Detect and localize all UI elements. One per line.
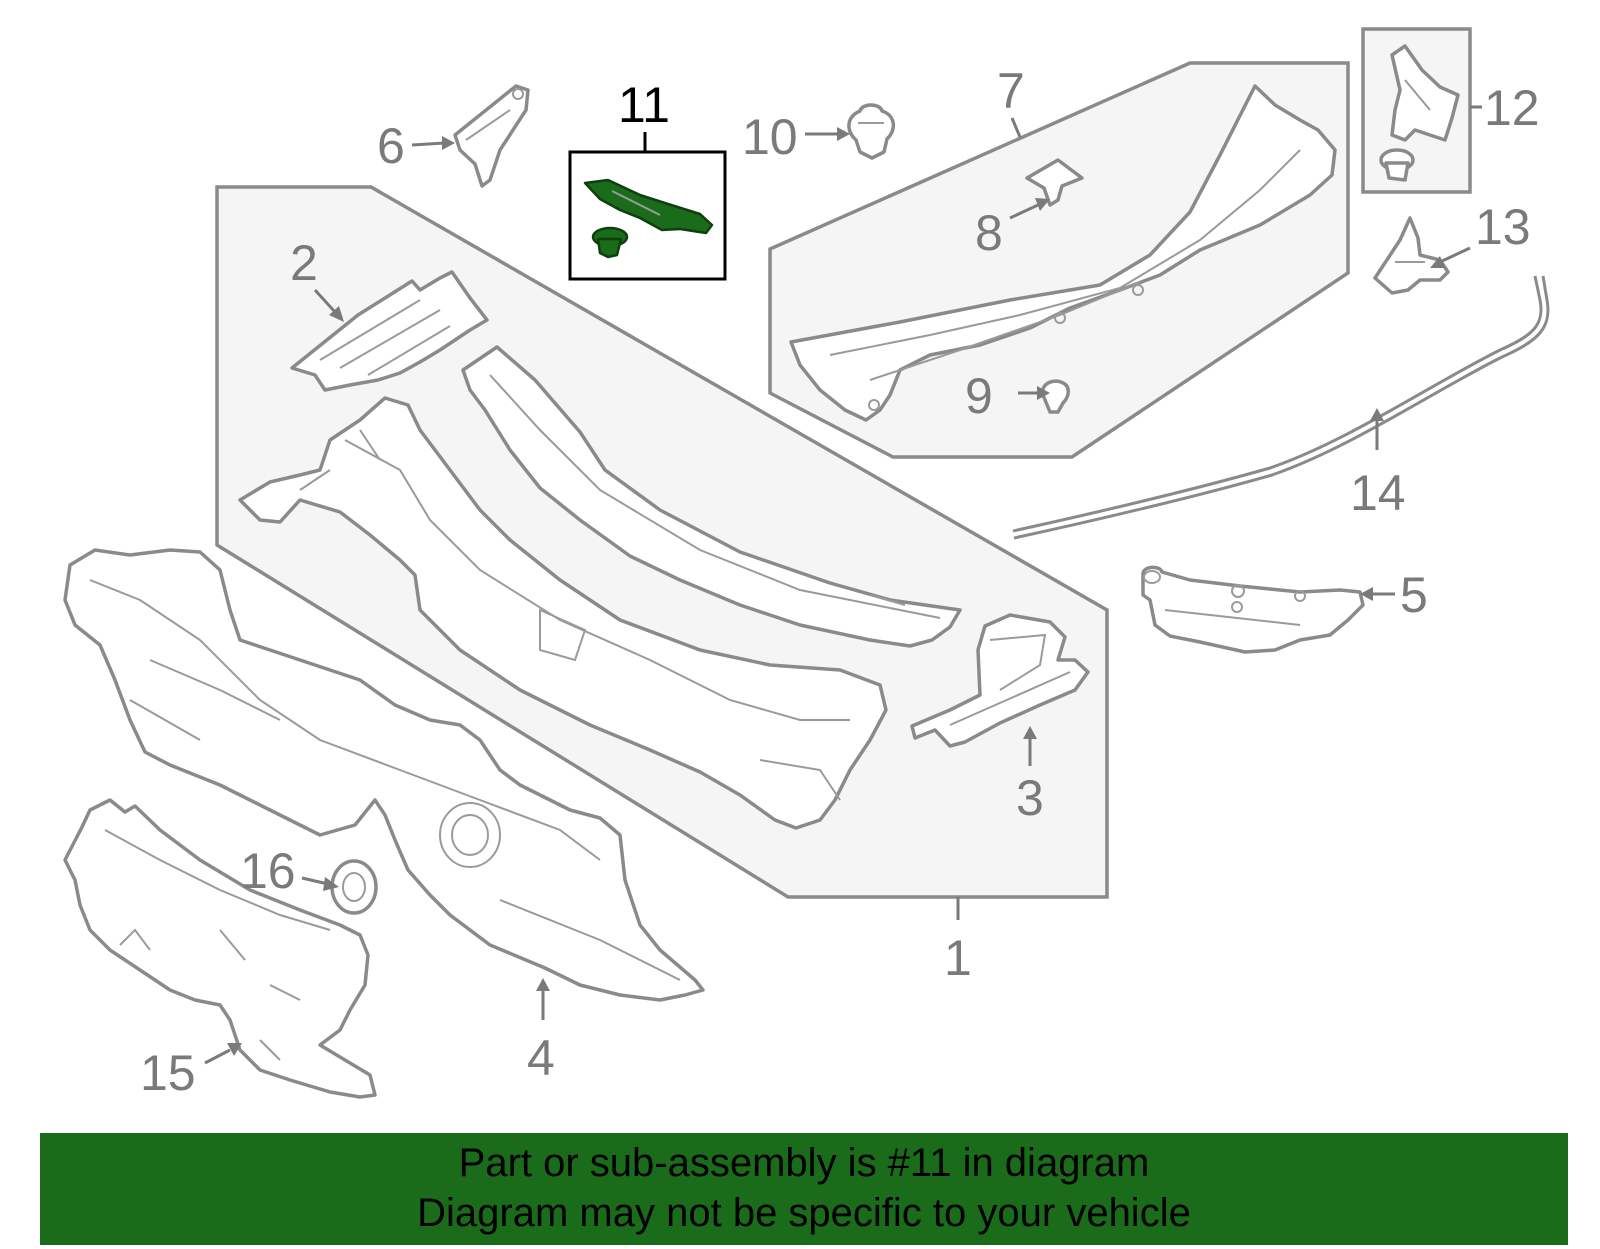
part-1-cowl-panel[interactable] [238,396,888,830]
callout-8: 8 [975,205,1003,261]
part-5-bracket[interactable] [1141,565,1365,654]
part-11-bracket[interactable] [583,178,714,235]
part-6-bracket[interactable] [453,84,530,188]
part-1-upper-rail[interactable] [461,345,962,648]
info-banner: Part or sub-assembly is #11 in diagram D… [40,1133,1568,1245]
banner-line-2: Diagram may not be specific to your vehi… [417,1191,1191,1235]
part-11-clip[interactable] [591,226,629,259]
callout-12: 12 [1484,80,1540,136]
part-3-bracket[interactable] [910,613,1090,748]
part-2-bracket[interactable] [290,270,489,392]
banner-line-1: Part or sub-assembly is #11 in diagram [458,1141,1150,1185]
callout-1: 1 [944,930,972,986]
callout-9: 9 [965,368,993,424]
callout-6: 6 [377,118,405,174]
callout-2: 2 [290,235,318,291]
leader-lines [204,105,1482,1065]
part-4-dash-panel[interactable] [63,548,705,1002]
callout-14: 14 [1350,465,1406,521]
callout-4: 4 [527,1030,555,1086]
part-12-clip[interactable] [1379,148,1415,182]
callout-3: 3 [1016,770,1044,826]
part-13-bracket[interactable] [1373,216,1450,295]
callout-15: 15 [140,1045,196,1101]
callout-7: 7 [997,63,1025,119]
part-10-clip[interactable] [847,103,895,160]
part-8-clip[interactable] [1025,158,1084,207]
part-9-clip[interactable] [1040,379,1070,414]
part-15-insulator[interactable] [63,798,377,1099]
part-14-seal[interactable] [1012,275,1550,540]
callout-5: 5 [1400,567,1428,623]
part-12-bracket[interactable] [1390,44,1460,142]
callout-11: 11 [618,77,670,133]
callout-16: 16 [240,843,296,899]
callout-13: 13 [1475,199,1531,255]
callout-10: 10 [742,109,798,165]
part-7-cowl-top[interactable] [789,84,1337,422]
